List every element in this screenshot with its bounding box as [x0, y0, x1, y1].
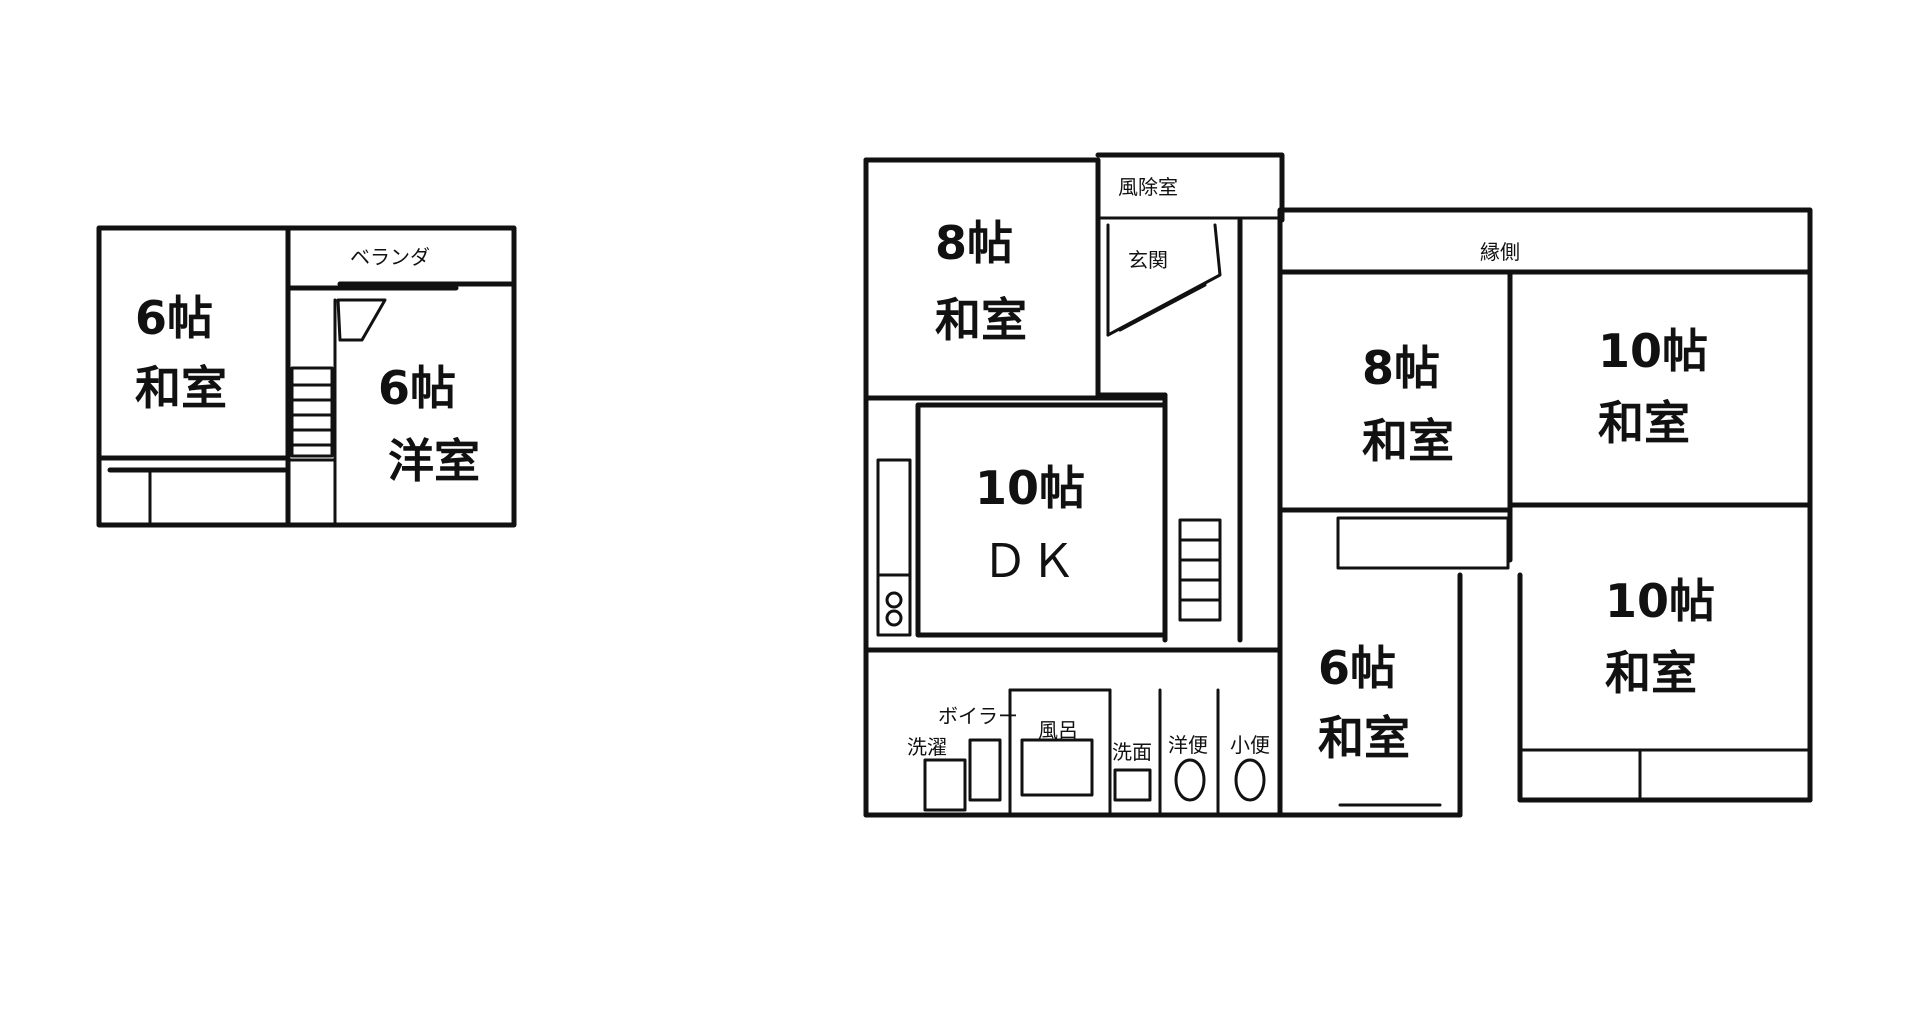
genkan-label: 玄関	[1128, 248, 1168, 272]
room-type-1f-s: 和室	[1318, 711, 1410, 765]
fuujoshitsu-label: 風除室	[1118, 175, 1178, 199]
veranda-label: ベランダ	[350, 245, 430, 269]
room-type-1f-center: 和室	[1362, 414, 1454, 468]
room-type-1f-ne: 和室	[1598, 396, 1690, 450]
room-type-1f-dk: ＤＫ	[982, 534, 1078, 588]
room-type-1f-se: 和室	[1605, 646, 1697, 700]
room-size-1f-ne: 10帖	[1598, 324, 1709, 378]
room-size-1f-dk: 10帖	[975, 461, 1086, 515]
room-size-2f-west: 6帖	[135, 291, 214, 345]
room-size-1f-s: 6帖	[1318, 641, 1397, 695]
second-floor-walls	[96, 225, 517, 528]
first-floor-walls	[863, 152, 1813, 818]
furo-label: 風呂	[1038, 718, 1078, 742]
second-floor-stairs	[290, 298, 387, 458]
room-size-1f-se: 10帖	[1605, 574, 1716, 628]
room-type-2f-east: 洋室	[388, 434, 480, 488]
shouben-label: 小便	[1230, 733, 1270, 757]
room-size-1f-center: 8帖	[1362, 341, 1441, 395]
youben-label: 洋便	[1168, 733, 1208, 757]
sentaku-label: 洗濯	[907, 735, 947, 759]
boiler-label: ボイラー	[938, 704, 1018, 728]
room-type-2f-west: 和室	[135, 361, 227, 415]
senmen-label: 洗面	[1112, 740, 1152, 764]
engawa-label: 縁側	[1480, 240, 1520, 264]
room-size-2f-east: 6帖	[378, 361, 457, 415]
room-size-1f-nw: 8帖	[935, 216, 1014, 270]
room-type-1f-nw: 和室	[935, 293, 1027, 347]
